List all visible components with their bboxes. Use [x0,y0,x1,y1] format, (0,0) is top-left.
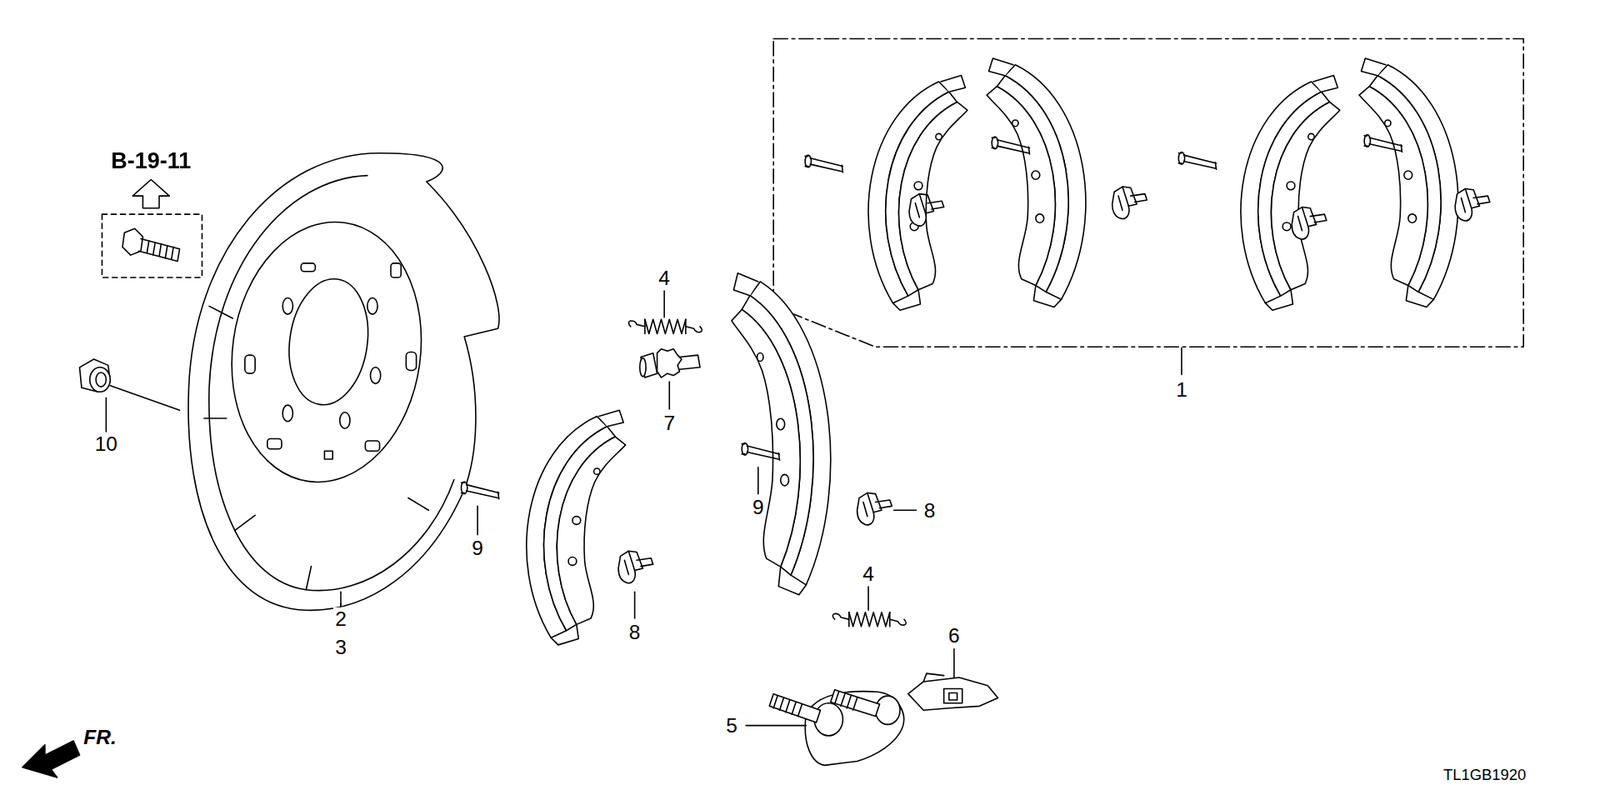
backing-plate [267,439,282,450]
hold-down-pin [741,442,780,460]
kit-outline [773,39,1524,348]
adjuster-lever [908,673,999,710]
kit-parts [805,155,843,173]
backing-plate [370,367,380,385]
backing-plate [405,351,416,370]
reference-box [101,214,202,278]
adjuster [657,349,682,378]
backing-plate [215,210,438,495]
adjuster [640,349,700,378]
kit-parts [991,136,1030,155]
backing-plate [209,175,455,591]
kit-parts [868,75,968,311]
callout-number: 9 [750,495,767,519]
callout-number: 2 [333,607,350,630]
backing-plate [367,298,378,315]
leader-line [867,586,869,610]
front-arrow [22,740,80,778]
kit-parts [1364,135,1402,153]
callout-number: 6 [946,624,963,647]
leader-line [110,385,180,410]
parking-lever [835,691,858,710]
backing-plate [188,153,500,611]
backing-plate [188,153,500,611]
parking-lever [769,690,904,766]
leader-line [669,381,670,410]
backing-plate [282,298,293,315]
bolt [146,240,174,260]
kit-parts [1178,151,1216,170]
front-mark: FR. [81,725,119,749]
return-spring [832,612,906,627]
flange-nut [80,359,111,392]
flange-nut [95,372,106,387]
backing-plate [245,355,255,374]
adjuster-lever [949,692,958,700]
leader-line [745,725,806,726]
adjuster-lever [944,689,963,704]
backing-plate [365,440,380,451]
diagram-code: TL1GB1920 [1441,765,1529,784]
backing-plate [324,450,333,460]
bolt [139,239,180,262]
kit-parts [1359,58,1459,308]
kit-parts [1240,75,1340,311]
callout-number: 8 [921,499,938,522]
callout-number: 4 [656,266,673,290]
leader-line [105,398,107,432]
leader-line [757,467,759,495]
backing-plate [282,405,293,422]
callout-number: 8 [626,620,643,643]
leader-line [953,649,955,678]
flange-nut [90,367,110,392]
front-arrow [22,740,80,778]
leader-line [476,505,478,535]
callout-number: 7 [661,410,678,434]
backing-plate [281,274,376,410]
callout-number: 1 [1174,378,1190,401]
kit-parts [1291,207,1327,240]
bolt [122,228,180,261]
leader-line [894,510,917,511]
kit-parts [986,58,1086,308]
parking-lever [769,694,820,723]
kit-parts [1112,186,1148,219]
hold-down-pin [460,481,499,500]
kit-parts [1455,189,1490,221]
callout-number: 3 [333,635,350,659]
backing-plate [340,412,350,430]
retainer-clip [618,550,654,583]
callout-number: 10 [92,432,120,455]
brake-shoe [731,273,831,595]
backing-plate [300,263,315,272]
backing-plate [390,263,401,278]
callout-number: 4 [860,562,877,585]
callout-number: 9 [470,536,486,560]
callout-number: 5 [724,714,740,737]
adjuster [640,358,646,377]
parking-lever [814,703,843,736]
parking-lever [875,695,900,725]
retainer-clip [857,492,893,525]
leader-line [663,290,665,318]
leader-line [634,591,635,619]
reference-arrow [132,180,170,209]
parking-lever [830,690,880,717]
reference-code: B-19-11 [109,149,194,174]
leader-line [1180,348,1182,375]
leader-line [340,591,341,605]
flange-nut [80,359,111,392]
return-spring [628,319,702,334]
kit-parts [909,194,945,226]
backing-plate [204,305,429,590]
adjuster-lever [908,677,999,710]
adjuster-lever [923,673,944,682]
parking-lever [773,695,802,716]
brake-shoe [526,410,626,645]
kit-parts [805,58,1490,310]
adjuster [680,355,700,370]
